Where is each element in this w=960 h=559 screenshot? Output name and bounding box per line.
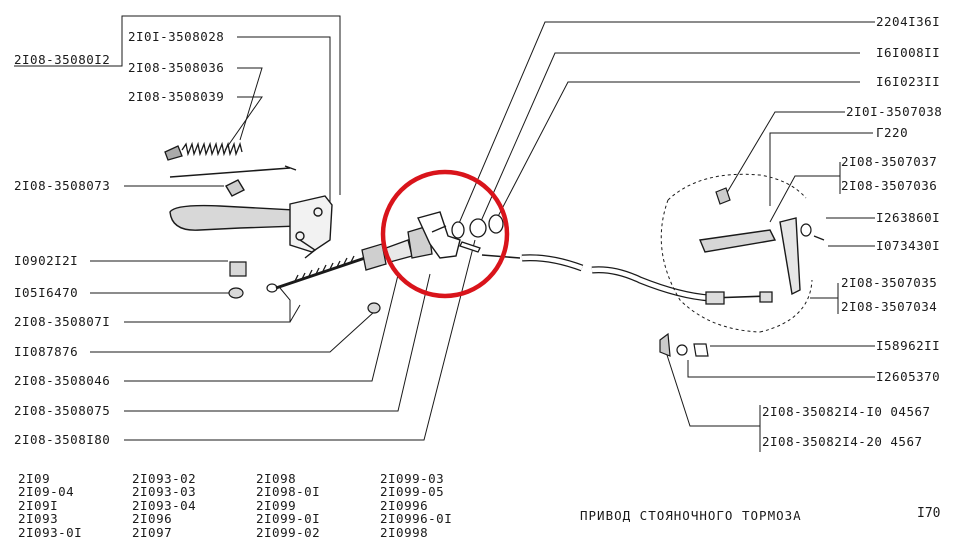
part-label: I6I023II [876, 74, 941, 89]
diagram-title: ПРИВОД СТОЯНОЧНОГО ТОРМОЗА [580, 508, 802, 523]
part-label: 2I08-35082I4-20 4567 [762, 434, 923, 449]
model-code: 2I09 [18, 471, 51, 486]
leader-line [724, 111, 845, 197]
page-number: I70 [917, 506, 941, 521]
leader-line [124, 273, 431, 412]
part-label: 2I08-3508036 [128, 60, 225, 75]
part-label: 2I08-3507035 [841, 275, 938, 290]
part-label: 2I08-3508046 [14, 373, 111, 388]
leader-line [687, 360, 875, 378]
model-code: 2I099-03 [380, 471, 445, 486]
leader-line [769, 132, 873, 206]
part-label: I05I6470 [14, 285, 79, 300]
part-label: 2I08-35082I4-I0 04567 [762, 404, 931, 419]
part-label: 2I08-3508073 [14, 178, 111, 193]
model-code: 2I09-04 [18, 484, 75, 500]
part-label: 2204I36I [876, 14, 941, 29]
part-label: II087876 [14, 344, 79, 359]
equalizer [417, 211, 461, 259]
model-code: 2I096 [132, 511, 173, 527]
model-list-column-2: 2I093-02 2I093-03 2I093-04 2I096 2I097 [132, 472, 196, 539]
part-label: 2I08-3508075 [14, 403, 111, 418]
leader-line [224, 96, 263, 151]
leader-line [124, 287, 291, 323]
leader-line [666, 354, 761, 452]
model-code: 2I093-02 [132, 471, 197, 486]
model-code: 2I098-0I [256, 484, 321, 500]
part-label: I263860I [876, 210, 941, 225]
threaded-rod [275, 225, 433, 290]
part-label: 2I08-3507034 [841, 299, 938, 314]
part-label: 2I0I-3508028 [128, 29, 225, 44]
part-label: I073430I [876, 238, 941, 253]
model-code: 2I09I [18, 497, 59, 513]
part-label: Г220 [876, 125, 909, 140]
hand-brake-lever [169, 165, 333, 259]
part-label: I58962II [876, 338, 941, 353]
leader-line [237, 67, 263, 141]
part-label: 2I0I-3507038 [846, 104, 943, 119]
model-list-column-3: 2I098 2I098-0I 2I099 2I099-0I 2I099-02 [256, 472, 320, 539]
model-code: 2I093-0I [18, 524, 83, 540]
model-code: 2I097 [132, 524, 173, 540]
brake-backing-plate [659, 173, 825, 357]
part-label: 2I08-350807I [14, 314, 111, 329]
part-label: 2I08-3507037 [841, 154, 938, 169]
model-code: 2I093-04 [132, 497, 197, 513]
leader-line [477, 52, 860, 229]
model-code: 2I093-03 [132, 484, 197, 500]
model-code: 2I099-05 [380, 484, 445, 500]
leader-line [810, 283, 839, 314]
model-code: 2I0996 [380, 497, 429, 513]
spring [164, 141, 243, 161]
model-code: 2I0996-0I [380, 511, 453, 527]
highlight-circle [380, 169, 510, 299]
model-code: 2I098 [256, 471, 297, 486]
leader-line [769, 162, 841, 223]
model-code: 2I099-0I [256, 511, 321, 527]
left-fasteners [228, 261, 381, 314]
part-label: 2I08-3508I80 [14, 432, 111, 447]
leader-line [124, 274, 399, 382]
leader-line [90, 311, 375, 353]
leader-line [237, 36, 331, 205]
leader-line [124, 239, 476, 441]
model-code: 2I093 [18, 511, 59, 527]
part-label: 2I08-3507036 [841, 178, 938, 193]
part-label: I6I008II [876, 45, 941, 60]
leader-line [289, 304, 301, 323]
part-label: 2I08-3508039 [128, 89, 225, 104]
model-code: 2I099 [256, 497, 297, 513]
part-label: 2I08-35080I2 [14, 52, 111, 67]
model-code: 2I099-02 [256, 524, 321, 540]
part-label: I0902I2I [14, 253, 79, 268]
part-label: I2605370 [876, 369, 941, 384]
leader-line [491, 81, 860, 229]
model-list-column-1: 2I09 2I09-04 2I09I 2I093 2I093-0I [18, 472, 82, 539]
leader-line [456, 21, 875, 229]
brake-cables [481, 254, 773, 305]
model-code: 2I0998 [380, 524, 429, 540]
nuts [451, 214, 504, 253]
leader-line [14, 15, 341, 195]
model-list-column-4: 2I099-03 2I099-05 2I0996 2I0996-0I 2I099… [380, 472, 452, 539]
